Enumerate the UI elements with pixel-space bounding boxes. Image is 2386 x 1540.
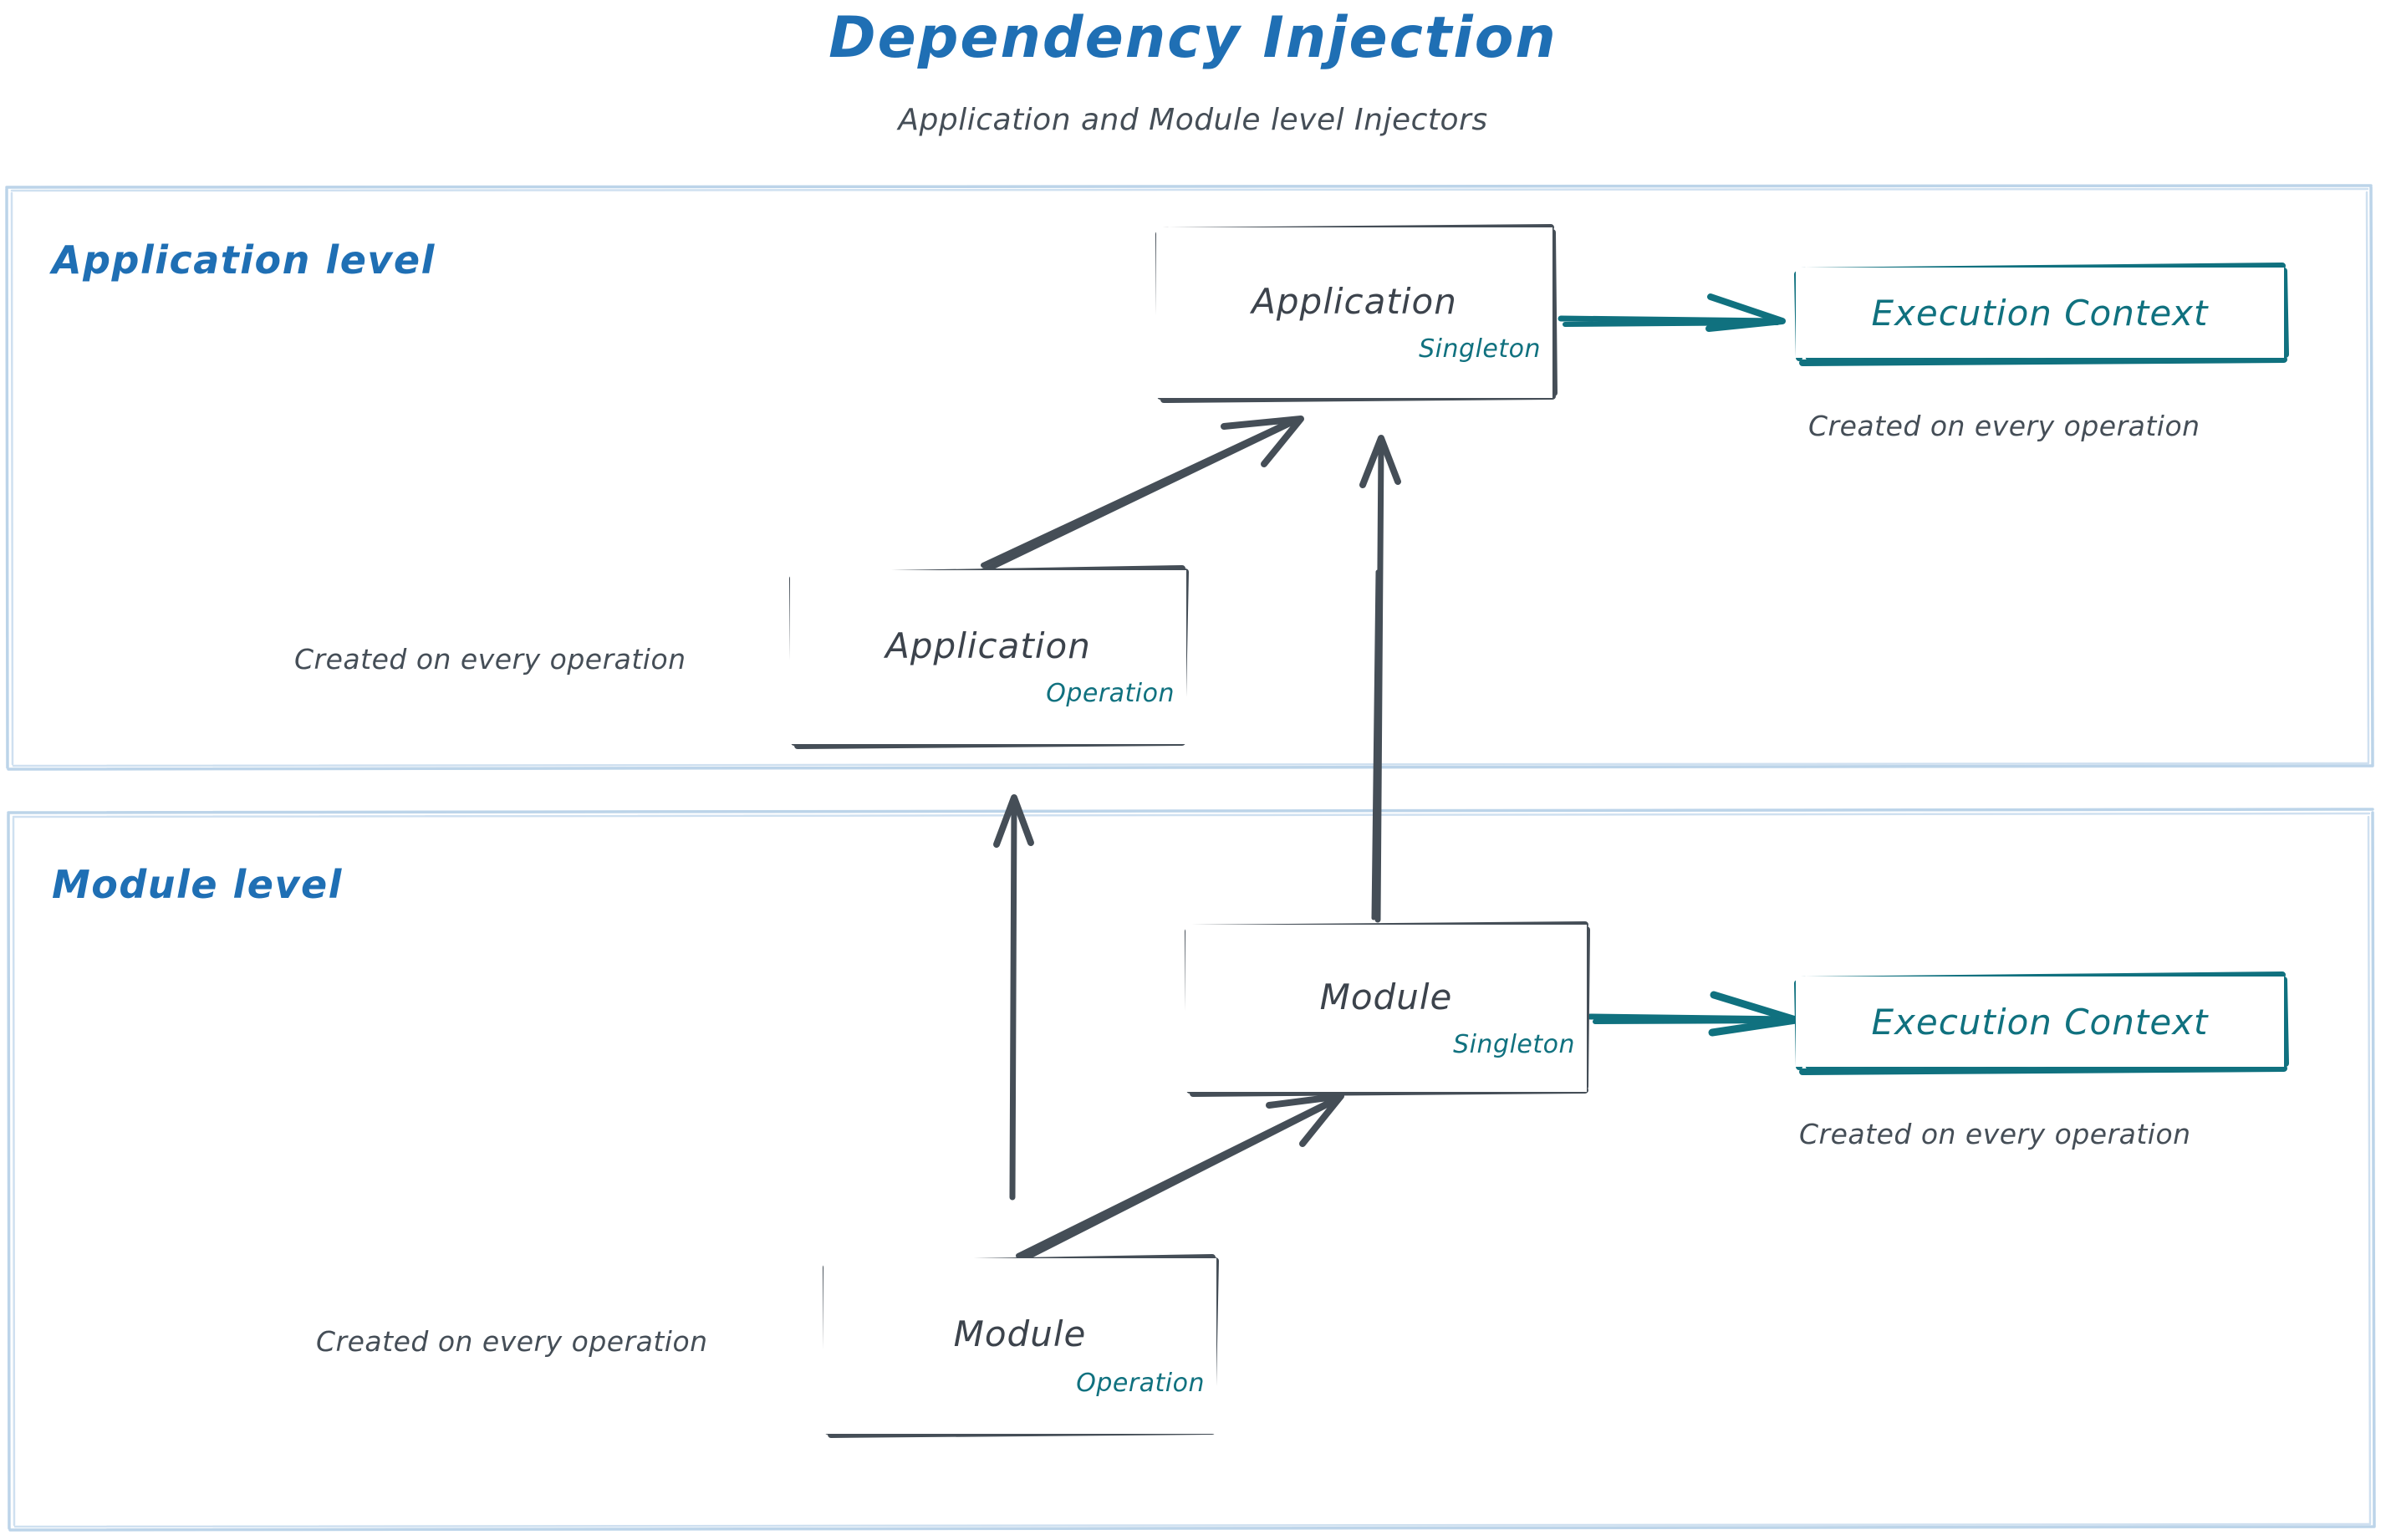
node-execution-context-application[interactable]: Execution Context <box>1796 268 2284 358</box>
node-title: Module <box>1319 977 1453 1017</box>
node-title: Application <box>885 625 1091 666</box>
level-label-module: Module level <box>52 862 343 907</box>
node-execution-context-module[interactable]: Execution Context <box>1796 977 2284 1067</box>
caption-execution-context-application: Created on every operation <box>1808 410 2200 442</box>
edge-mod-singleton-to-app-singleton-icon <box>1359 435 1401 923</box>
node-title: Module <box>953 1313 1087 1354</box>
node-module-singleton[interactable]: Module Singleton <box>1185 925 1587 1092</box>
node-scope-badge: Operation <box>1076 1369 1205 1398</box>
caption-module-operation: Created on every operation <box>316 1325 708 1358</box>
page-subtitle: Application and Module level Injectors <box>898 103 1488 137</box>
node-title: Execution Context <box>1871 1002 2209 1043</box>
node-scope-badge: Singleton <box>1419 334 1541 364</box>
node-title: Execution Context <box>1871 293 2209 334</box>
node-application-operation[interactable]: Application Operation <box>790 570 1186 744</box>
page-title: Dependency Injection <box>828 5 1558 71</box>
edge-mod-operation-to-mod-singleton-icon <box>1010 1093 1344 1267</box>
edge-mod-singleton-to-exec-icon <box>1587 991 1800 1037</box>
level-label-application: Application level <box>52 237 436 283</box>
edge-app-operation-to-app-singleton-icon <box>975 416 1304 577</box>
caption-application-operation: Created on every operation <box>294 643 686 676</box>
node-title: Application <box>1252 281 1457 322</box>
edge-app-singleton-to-exec-icon <box>1558 293 1786 332</box>
caption-execution-context-module: Created on every operation <box>1799 1118 2191 1150</box>
node-scope-badge: Singleton <box>1453 1030 1575 1059</box>
node-scope-badge: Operation <box>1046 679 1175 708</box>
node-application-singleton[interactable]: Application Singleton <box>1156 227 1552 398</box>
node-module-operation[interactable]: Module Operation <box>823 1258 1216 1434</box>
edge-mod-operation-to-app-operation-icon <box>993 794 1034 1201</box>
